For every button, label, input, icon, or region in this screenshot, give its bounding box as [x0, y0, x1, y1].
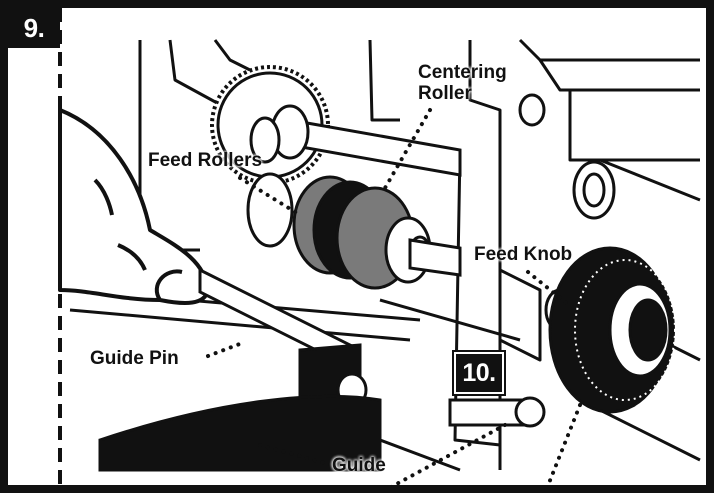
leader-guide-pin — [206, 340, 247, 358]
leader-step10-b — [543, 403, 582, 493]
step-badge-b: 10. — [454, 352, 504, 394]
label-feed-knob: Feed Knob — [474, 244, 573, 265]
label-feed-rollers: Feed Rollers — [148, 150, 263, 171]
feed-knob — [548, 246, 676, 414]
label-guide: Guide — [332, 455, 386, 476]
centering-roller — [408, 238, 462, 277]
step-badge-a: 9. — [8, 8, 60, 48]
roller-shaft — [249, 104, 462, 177]
leader-lines — [206, 108, 582, 493]
label-centering-roller-text: Centering Roller — [418, 62, 507, 104]
leader-feed-rollers — [238, 176, 302, 217]
leader-step10-a — [378, 423, 507, 493]
label-centering-roller: Centering Roller — [418, 62, 507, 104]
guide-assembly — [98, 267, 546, 472]
label-guide-pin: Guide Pin — [90, 348, 179, 369]
leader-centering-roller — [383, 108, 432, 190]
leader-feed-knob — [526, 270, 577, 312]
